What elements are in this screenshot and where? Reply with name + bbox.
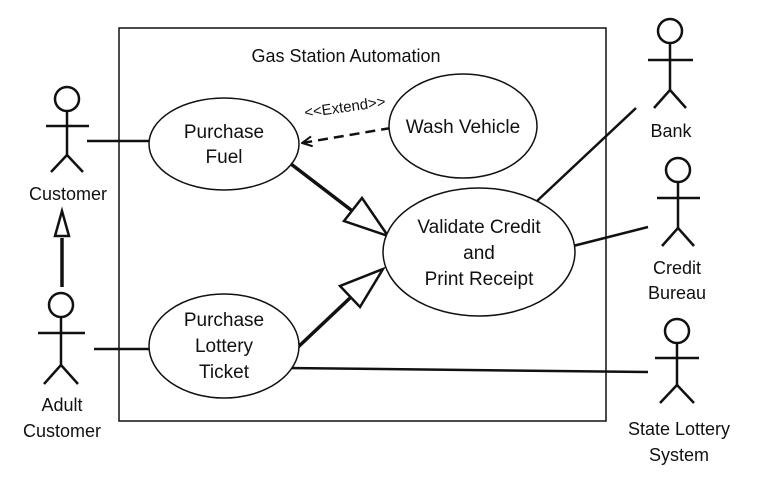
use-case-wash-vehicle: Wash Vehicle (388, 73, 538, 179)
validate-credit-line-3: Print Receipt (425, 269, 534, 290)
assoc-validate-bank (536, 107, 637, 202)
system-title: Gas Station Automation (251, 46, 440, 66)
use-case-purchase-lottery: Purchase Lottery Ticket (148, 293, 300, 399)
purchase-lottery-line-2: Lottery (195, 336, 254, 357)
actor-state-lottery-line-2: System (649, 445, 709, 465)
wash-vehicle-label: Wash Vehicle (406, 117, 520, 138)
assoc-validate-credit-bureau (572, 225, 649, 248)
use-case-validate-credit: Validate Credit and Print Receipt (382, 187, 576, 317)
purchase-fuel-line-1: Purchase (184, 122, 264, 143)
actor-state-lottery-line-1: State Lottery (628, 419, 730, 439)
actor-adult-customer-line-2: Customer (23, 421, 101, 441)
validate-credit-line-1: Validate Credit (417, 217, 541, 238)
actor-credit-bureau: Credit Bureau (648, 156, 706, 303)
validate-credit-line-2: and (463, 243, 495, 264)
assoc-lottery-state-lottery (286, 366, 649, 374)
purchase-lottery-line-1: Purchase (184, 310, 264, 331)
gen-arrowhead-customer (53, 206, 71, 238)
actor-adult-customer-line-1: Adult (41, 395, 82, 415)
actor-credit-bureau-line-1: Credit (653, 258, 701, 278)
gen-purchase-fuel-to-validate (289, 162, 357, 215)
use-case-purchase-fuel: Purchase Fuel (148, 97, 300, 191)
actor-adult-customer: Adult Customer (23, 291, 101, 441)
purchase-fuel-line-2: Fuel (206, 147, 243, 168)
actor-bank: Bank (648, 17, 693, 141)
gen-arrowhead-fuel (341, 195, 392, 239)
actor-customer: Customer (29, 85, 107, 204)
gen-arrowhead-lottery (337, 266, 386, 310)
gen-purchase-lottery-to-validate (294, 296, 352, 351)
actor-bank-label: Bank (650, 121, 692, 141)
actor-credit-bureau-line-2: Bureau (648, 283, 706, 303)
purchase-lottery-line-3: Ticket (199, 362, 250, 383)
actor-customer-label: Customer (29, 184, 107, 204)
actor-state-lottery-system: State Lottery System (628, 317, 730, 465)
